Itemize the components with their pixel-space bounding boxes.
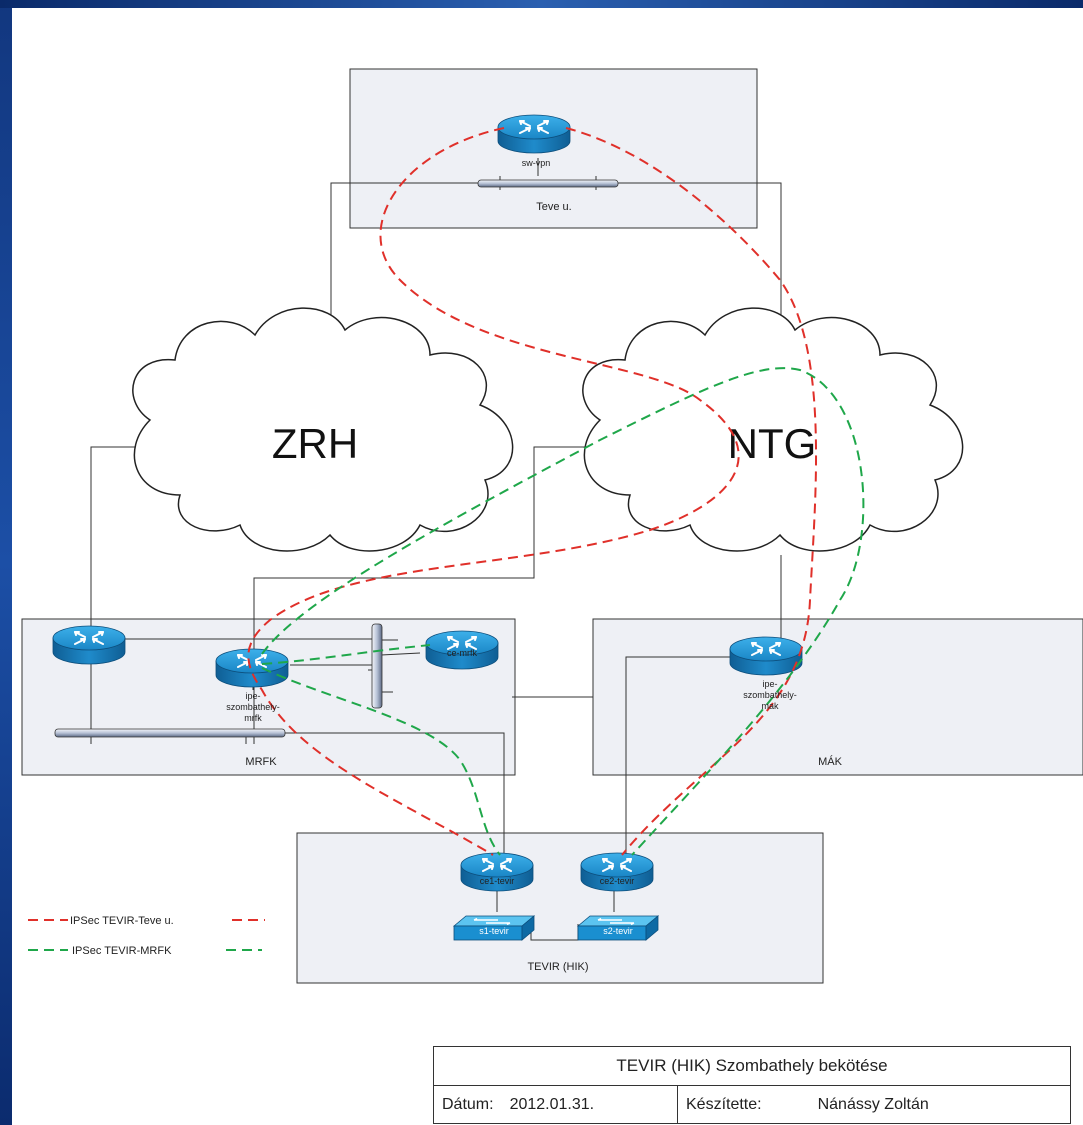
label-sw-vpn: sw-vpn	[522, 158, 551, 168]
router-icon-mrfk-edge	[52, 625, 126, 665]
tunnel-green	[261, 367, 865, 856]
bus-mrfk-h	[54, 728, 286, 738]
title-block: TEVIR (HIK) Szombathely bekötése Dátum: 2…	[433, 1046, 1071, 1124]
zone-tevir	[296, 832, 824, 984]
date-value: 2012.01.31.	[509, 1096, 595, 1113]
label-ce2-tevir: ce2-tevir	[600, 876, 635, 886]
label-ipe-mrfk-3: mrfk	[244, 713, 262, 723]
cloud-ntg: NTG	[582, 307, 964, 552]
zone-teve-label: Teve u.	[536, 201, 571, 213]
label-ipe-mrfk-2: szombathely-	[226, 702, 280, 712]
router-icon-ipe-mrfk	[215, 648, 289, 688]
title-block-title: TEVIR (HIK) Szombathely bekötése	[434, 1047, 1070, 1086]
zone-mrfk-label: MRFK	[245, 756, 277, 768]
title-block-row: Dátum: 2012.01.31. Készítette: Nánássy Zol…	[434, 1086, 1070, 1124]
author-label: Készítette:	[686, 1096, 762, 1113]
bus-teve	[477, 179, 619, 188]
label-ipe-mak-1: ipe-	[762, 679, 777, 689]
legend: IPSec TEVIR-Teve u. IPSec TEVIR-MRFK	[28, 915, 265, 957]
zone-mak	[592, 618, 1083, 776]
label-ce-mrfk: ce-mrfk	[447, 648, 477, 658]
author-cell: Készítette: Nánássy Zoltán	[678, 1086, 1070, 1124]
label-s1-tevir: s1-tevir	[479, 926, 509, 936]
legend-green-label: IPSec TEVIR-MRFK	[72, 945, 172, 957]
cloud-zrh: ZRH	[132, 307, 514, 552]
router-icon-sw-vpn	[497, 114, 571, 154]
router-icon-ipe-mak	[729, 636, 803, 676]
tunnel-red	[247, 127, 818, 856]
date-cell: Dátum: 2012.01.31.	[434, 1086, 678, 1124]
legend-red-label: IPSec TEVIR-Teve u.	[70, 915, 174, 927]
author-value: Nánássy Zoltán	[817, 1096, 929, 1113]
label-s2-tevir: s2-tevir	[603, 926, 633, 936]
cloud-zrh-label: ZRH	[272, 420, 358, 467]
zone-mak-label: MÁK	[818, 755, 843, 768]
top-border	[0, 0, 1083, 8]
label-ipe-mak-2: szombathely-	[743, 690, 797, 700]
label-ipe-mak-3: mak	[761, 701, 779, 711]
zone-tevir-label: TEVIR (HIK)	[527, 961, 588, 973]
date-label: Dátum:	[442, 1096, 494, 1113]
label-ipe-mrfk-1: ipe-	[245, 691, 260, 701]
physical-links	[90, 158, 782, 941]
label-ce1-tevir: ce1-tevir	[480, 876, 515, 886]
left-border	[0, 0, 12, 1125]
bus-mrfk-v	[371, 623, 383, 709]
cloud-ntg-label: NTG	[728, 420, 817, 467]
